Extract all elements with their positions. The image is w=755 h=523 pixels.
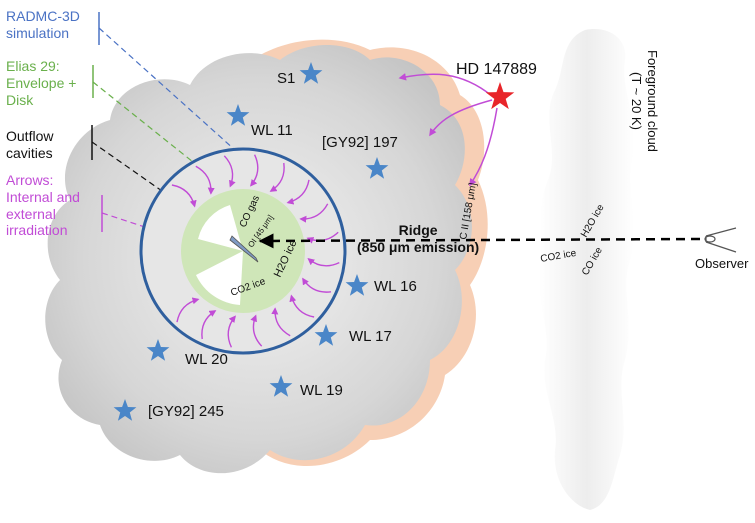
- star-label-gy245: [GY92] 245: [148, 403, 224, 420]
- foreground-label-line2: (T ~ 20 K): [629, 72, 644, 130]
- star-icon-wl17: [314, 324, 338, 346]
- irradiation-arrow: [271, 307, 291, 337]
- star-icon-gy197: [365, 157, 389, 179]
- legend-elias-line1: Elias 29:: [6, 58, 60, 74]
- star-label-wl19: WL 19: [300, 382, 343, 399]
- ridge-label-line2: (850 μm emission): [357, 238, 480, 255]
- observer-label: Observer: [695, 256, 749, 271]
- legend-radmc-line2: simulation: [6, 24, 70, 41]
- irradiation-arrow: [250, 154, 259, 187]
- hd-label: HD 147889: [456, 61, 537, 78]
- sightline: [258, 227, 737, 253]
- star-label-wl11: WL 11: [251, 122, 293, 139]
- stars-layer: [113, 62, 515, 421]
- star-icon-s1: [299, 62, 323, 84]
- irradiation-arrow: [286, 179, 310, 205]
- irradiation-arrow: [223, 155, 236, 188]
- legend-outflow-line1: Outflow: [6, 128, 54, 144]
- legend-arrows-line1: Arrows:: [6, 172, 54, 188]
- legend-outflow: Outflow cavities: [6, 128, 53, 162]
- star-icon-wl19: [269, 375, 293, 397]
- irradiation-arrow: [201, 310, 217, 340]
- irradiation-arrow: [307, 258, 340, 267]
- irradiation-arrow: [302, 277, 332, 293]
- legend-elias: Elias 29: Envelope + Disk: [6, 58, 76, 108]
- foreground-cloud: [539, 29, 634, 511]
- star-label-s1: S1: [277, 70, 296, 87]
- legend-elias-line2: Envelope +: [6, 74, 77, 91]
- star-label-wl17: WL 17: [349, 328, 392, 345]
- legend-arrows-line2: Internal and: [6, 188, 80, 205]
- observer-eye-icon: [705, 227, 737, 253]
- irradiation-arrow: [176, 297, 200, 323]
- star-icon-gy245: [113, 399, 137, 421]
- radmc-leader: [98, 27, 236, 151]
- hd-star-icon: [485, 82, 515, 110]
- irradiation-arrow: [269, 162, 285, 192]
- irradiation-arrow: [171, 184, 197, 208]
- legend-outflow-line2: cavities: [6, 144, 53, 161]
- irradiation-arrow: [250, 314, 263, 347]
- disk: [229, 235, 259, 263]
- ridge-label: Ridge (850 μm emission): [357, 222, 479, 256]
- star-label-wl20: WL 20: [185, 351, 228, 368]
- irradiation-arrow: [195, 165, 215, 195]
- star-icon-wl20: [146, 339, 170, 361]
- legend-arrows-line3: external: [6, 205, 56, 222]
- star-label-wl16: WL 16: [374, 278, 417, 295]
- star-icon-wl16: [345, 274, 369, 296]
- legend-arrows-line4: irradiation: [6, 222, 68, 239]
- irradiation-arrow: [289, 294, 315, 318]
- legend-radmc: RADMC-3D simulation: [6, 8, 80, 42]
- cavity-lower: [196, 251, 243, 305]
- envelope: [139, 147, 347, 355]
- star-label-gy197: [GY92] 197: [322, 134, 398, 151]
- irradiation-arrows: [171, 154, 340, 348]
- legend-elias-line3: Disk: [6, 91, 34, 108]
- sightline-arrow: [258, 233, 701, 249]
- foreground-label-line1: Foreground cloud: [645, 50, 660, 152]
- irradiation-arrow: [227, 315, 236, 348]
- legend-radmc-line1: RADMC-3D: [6, 8, 80, 24]
- legend-arrows: Arrows: Internal and external irradiatio…: [6, 172, 80, 239]
- hd-irradiation: [398, 73, 498, 187]
- star-icon-wl11: [226, 104, 250, 126]
- ridge-label-line1: Ridge: [398, 222, 438, 238]
- irradiation-arrow: [299, 203, 329, 223]
